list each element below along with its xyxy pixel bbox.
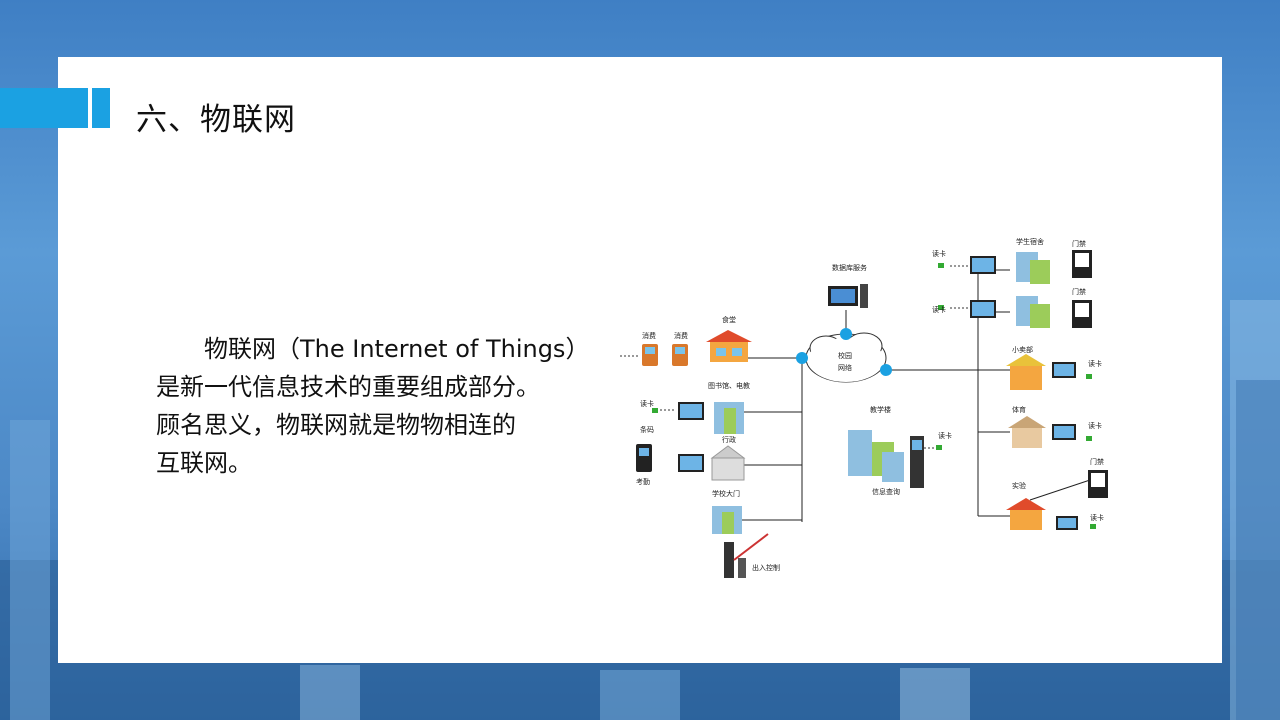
computer-icon [678, 402, 704, 420]
label-library: 图书馆、电教 [708, 381, 750, 390]
label-read-card-teaching: 读卡 [938, 431, 952, 440]
network-node [880, 364, 892, 376]
label-barcode: 条码 [640, 425, 654, 434]
card-reader-icon [936, 445, 942, 450]
label-read-card-left: 读卡 [640, 399, 654, 408]
computer-icon [1056, 516, 1078, 530]
label-canteen: 食堂 [722, 315, 736, 324]
label-dorm: 学生宿舍 [1016, 237, 1044, 246]
computer-icon [970, 256, 996, 274]
label-access-control-gate: 出入控制 [752, 563, 780, 572]
dorm-building-icon [1016, 252, 1050, 284]
gate-barrier-icon [724, 533, 769, 578]
teaching-building-icon [848, 430, 904, 482]
database-server-icon [828, 284, 868, 308]
body-paragraph: 物联网（The Internet of Things） 是新一代信息技术的重要组… [156, 330, 596, 482]
admin-building-icon [710, 445, 746, 481]
card-reader-icon [1090, 524, 1096, 529]
label-door-1: 门禁 [1072, 239, 1086, 248]
card-reader-icon [938, 263, 944, 268]
door-access-icon [1088, 470, 1108, 498]
slide-title: 六、物联网 [136, 102, 296, 138]
card-reader-icon [938, 305, 944, 310]
label-read-card-sports: 读卡 [1088, 421, 1102, 430]
canteen-building-icon [706, 330, 752, 362]
label-info-query: 信息查询 [872, 487, 900, 496]
campus-network-cloud [805, 332, 887, 383]
title-accent-bar [0, 88, 88, 128]
label-campus-network-2: 网络 [838, 363, 852, 372]
label-door-lab: 门禁 [1090, 457, 1104, 466]
paragraph-line: 物联网（The Internet of Things） [204, 335, 590, 363]
network-node [840, 328, 852, 340]
dorm-building-icon [1016, 296, 1050, 328]
label-read-card-dorm-2: 读卡 [932, 305, 946, 314]
label-lab: 实验 [1012, 481, 1026, 490]
paragraph-line: 顾名思义，物联网就是物物相连的 [156, 411, 516, 439]
label-teaching-building: 教学楼 [870, 405, 891, 414]
pos-terminal-icon [672, 344, 688, 366]
label-shop: 小卖部 [1012, 345, 1033, 354]
attendance-device-icon [636, 444, 652, 472]
label-sports: 体育 [1012, 405, 1026, 414]
shop-building-icon [1006, 354, 1046, 390]
network-node [796, 352, 808, 364]
label-consume-1: 消费 [642, 331, 656, 340]
card-reader-icon [652, 408, 658, 413]
label-attendance: 考勤 [636, 477, 650, 486]
computer-icon [1052, 362, 1076, 378]
label-database: 数据库服务 [832, 263, 867, 272]
computer-icon [678, 454, 704, 472]
computer-icon [970, 300, 996, 318]
paragraph-line: 互联网。 [156, 449, 252, 477]
iot-campus-network-diagram: 数据库服务 校园 网络 食堂 消费 消费 图书馆、电教 读卡 条码 行政 考勤 … [620, 237, 1108, 578]
label-door-2: 门禁 [1072, 287, 1086, 296]
label-campus-network-1: 校园 [838, 351, 852, 360]
pos-terminal-icon [642, 344, 658, 366]
library-building-icon [714, 402, 744, 434]
paragraph-line: 是新一代信息技术的重要组成部分。 [156, 373, 540, 401]
label-read-card-dorm-1: 读卡 [932, 249, 946, 258]
lab-building-icon [1006, 498, 1046, 530]
computer-icon [1052, 424, 1076, 440]
label-read-card-lab: 读卡 [1090, 513, 1104, 522]
door-access-icon [1072, 250, 1092, 278]
label-admin: 行政 [722, 435, 736, 444]
card-reader-icon [1086, 436, 1092, 441]
sports-building-icon [1008, 416, 1046, 448]
label-school-gate: 学校大门 [712, 489, 740, 498]
label-read-card-shop: 读卡 [1088, 359, 1102, 368]
info-kiosk-icon [910, 436, 924, 488]
title-accent-bar-small [92, 88, 110, 128]
school-gate-building-icon [712, 506, 742, 534]
door-access-icon [1072, 300, 1092, 328]
card-reader-icon [1086, 374, 1092, 379]
label-consume-2: 消费 [674, 331, 688, 340]
